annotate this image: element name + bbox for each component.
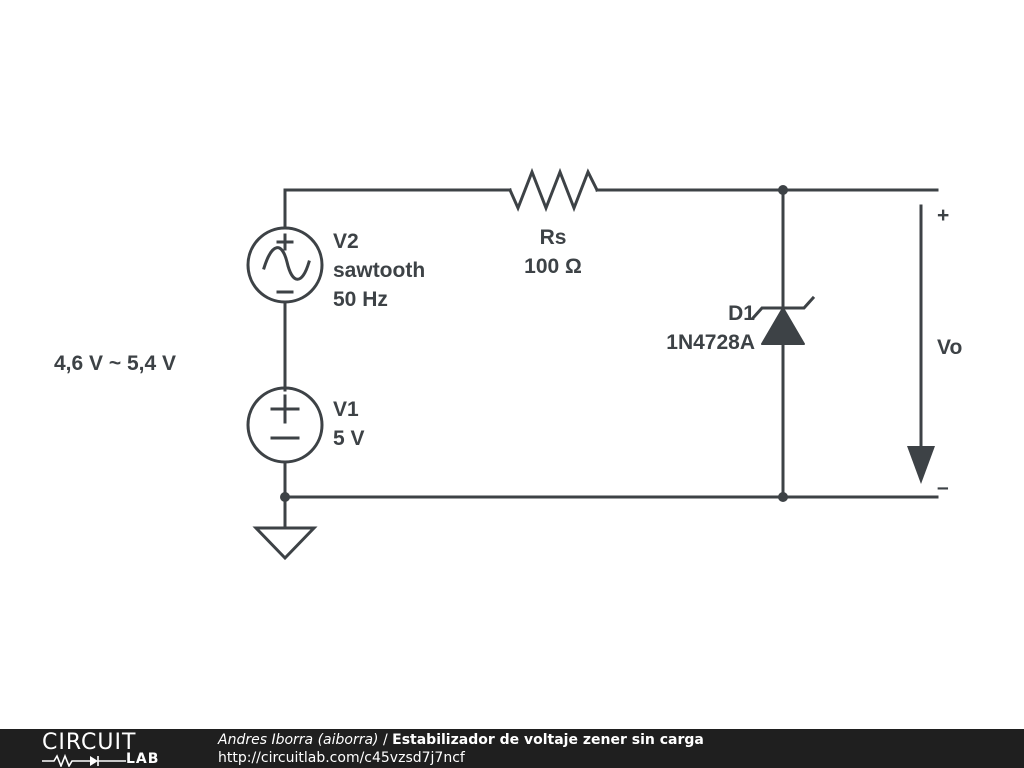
d1-name-label: D1 xyxy=(728,302,755,325)
output-vo-label: Vo xyxy=(937,336,962,359)
v1-dc-source xyxy=(246,386,324,464)
ground-symbol xyxy=(252,495,318,561)
output-minus-label: – xyxy=(937,476,949,499)
logo-bottom-text: LAB xyxy=(126,751,160,767)
zener-diode-d1 xyxy=(750,295,816,345)
logo-top-text: CIRCUIT xyxy=(42,730,137,755)
d1-part-label: 1N4728A xyxy=(666,331,755,354)
credits-separator: / xyxy=(378,732,393,748)
circuit-title[interactable]: Estabilizador de voltaje zener sin carga xyxy=(392,732,704,748)
top-wire xyxy=(283,188,512,230)
v2-name-label: V2 xyxy=(333,230,359,253)
resistor-diode-logo-icon xyxy=(42,753,126,767)
output-plus-label: + xyxy=(937,204,949,227)
footer-bar: CIRCUIT LAB Andres Iborra (aiborra) / Es… xyxy=(0,729,1024,768)
v2-frequency-label: 50 Hz xyxy=(333,288,388,311)
credits: Andres Iborra (aiborra) / Estabilizador … xyxy=(218,731,704,767)
rs-name-label: Rs xyxy=(540,226,567,249)
v1-name-label: V1 xyxy=(333,398,359,421)
resistor-rs xyxy=(508,167,600,213)
bottom-wire xyxy=(283,460,939,499)
v2-type-label: sawtooth xyxy=(333,259,425,282)
circuitlab-logo[interactable]: CIRCUIT LAB xyxy=(40,731,180,767)
v2-sawtooth-source xyxy=(246,226,324,304)
author-name[interactable]: Andres Iborra (aiborra) xyxy=(218,732,379,748)
input-range-label: 4,6 V ~ 5,4 V xyxy=(54,352,176,375)
output-voltage-arrow xyxy=(907,204,935,484)
rs-value-label: 100 Ω xyxy=(524,255,582,278)
v1-value-label: 5 V xyxy=(333,427,365,450)
circuit-url[interactable]: http://circuitlab.com/c45vzsd7j7ncf xyxy=(218,750,465,766)
schematic-diagram: 4,6 V ~ 5,4 V V2 sawtooth 50 Hz V1 5 V R… xyxy=(54,167,962,561)
